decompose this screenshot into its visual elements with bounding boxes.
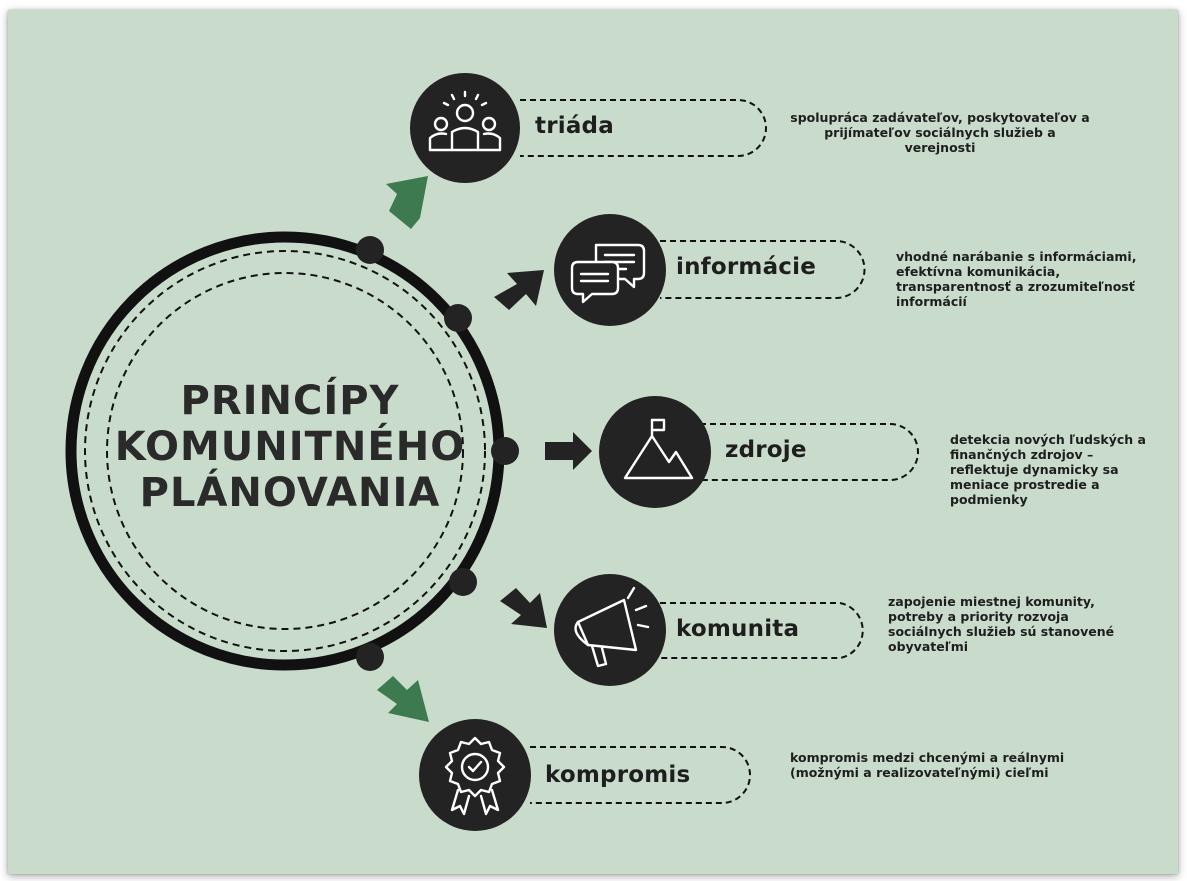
desc-informacie: vhodné narábanie s informáciami, efektív… [896, 249, 1176, 309]
green-arrow-down [377, 676, 429, 722]
desc-line: finančných zdrojov – [950, 447, 1094, 462]
desc-kompromis: kompromis medzi chcenými a reálnymi (mož… [790, 750, 1110, 780]
desc-line: reflektuje dynamicky sa [950, 462, 1119, 477]
label-kompromis: kompromis [545, 762, 691, 788]
desc-komunita: zapojenie miestnej komunity, potreby a p… [888, 594, 1168, 654]
title-line-2: KOMUNITNÉHO [114, 424, 466, 470]
desc-line: efektívna komunikácia, [896, 264, 1061, 279]
arrow-to-komunita [500, 588, 547, 628]
pill-informacie [660, 240, 866, 299]
mountain-flag-icon [623, 418, 694, 480]
ring-dots [356, 236, 519, 671]
desc-line: detekcia nových ľudských a [950, 432, 1146, 447]
desc-line: spolupráca zadávateľov, poskytovateľov a [790, 110, 1090, 125]
desc-line: podmienky [950, 492, 1028, 507]
desc-line: obyvateľmi [888, 639, 969, 654]
label-informacie: informácie [676, 254, 817, 280]
chat-bubbles-icon [570, 243, 646, 304]
desc-line: meniace prostredie a [950, 477, 1100, 492]
label-komunita: komunita [676, 616, 800, 642]
green-arrow-up [386, 176, 428, 229]
diagram-title: PRINCÍPY KOMUNITNÉHO PLÁNOVANIA [100, 378, 480, 516]
label-zdroje: zdroje [725, 437, 807, 463]
megaphone-icon [574, 586, 650, 668]
desc-line: (možnými a realizovateľnými) cieľmi [790, 765, 1049, 780]
desc-line: vhodné narábanie s informáciami, [896, 249, 1137, 264]
desc-line: prijímateľov sociálnych služieb a [824, 125, 1056, 140]
arrow-to-zdroje [545, 432, 592, 470]
arrow-to-informacie [494, 270, 544, 310]
award-badge-icon [444, 736, 506, 816]
title-line-3: PLÁNOVANIA [139, 470, 441, 516]
desc-line: verejnosti [904, 140, 976, 155]
desc-line: informácií [896, 294, 967, 309]
desc-line: zapojenie miestnej komunity, [888, 594, 1095, 609]
desc-triada: spolupráca zadávateľov, poskytovateľov a… [790, 110, 1090, 155]
desc-line: sociálnych služieb sú stanovené [888, 624, 1115, 639]
diagram-panel [8, 10, 1178, 874]
icon-circles [410, 73, 711, 831]
pill-kompromis [530, 746, 751, 804]
people-group-icon [428, 90, 502, 152]
desc-line: transparentnosť a zrozumiteľnosť [896, 279, 1135, 294]
desc-line: kompromis medzi chcenými a reálnymi [790, 750, 1065, 765]
desc-zdroje: detekcia nových ľudských a finančných zd… [950, 432, 1170, 507]
pill-zdroje [700, 423, 919, 481]
desc-line: potreby a priority rozvoja [888, 609, 1069, 624]
title-line-1: PRINCÍPY [180, 378, 400, 424]
pill-triada [520, 99, 767, 157]
label-triada: triáda [535, 113, 614, 139]
